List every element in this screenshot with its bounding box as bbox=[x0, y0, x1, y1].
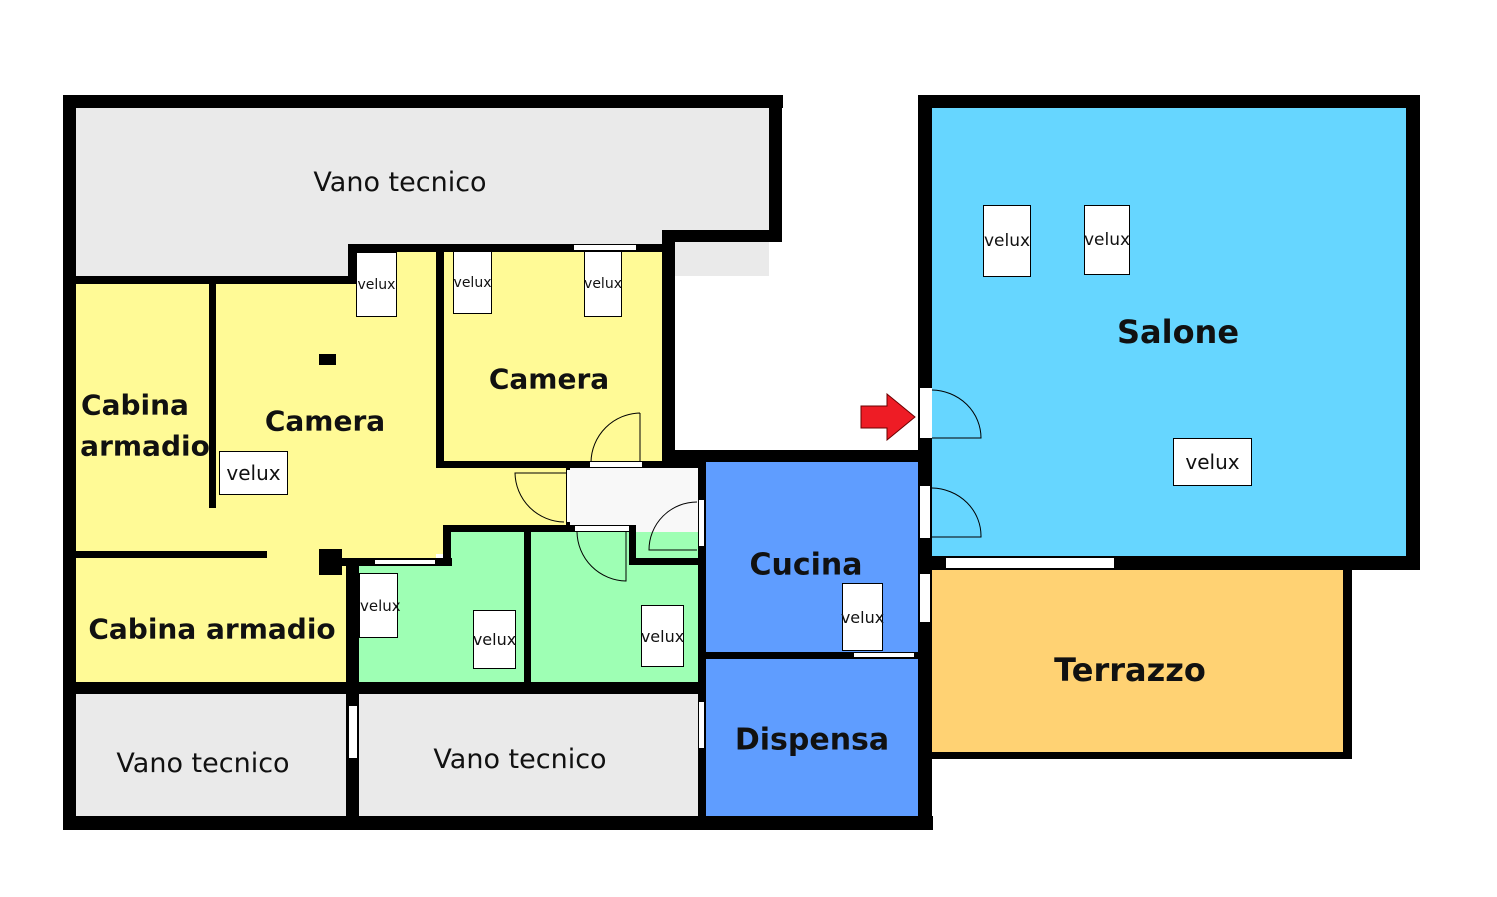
wall bbox=[63, 95, 783, 108]
velux-label: velux bbox=[357, 276, 396, 293]
door-opening bbox=[920, 486, 930, 538]
wall bbox=[918, 95, 932, 455]
wall bbox=[63, 95, 76, 830]
velux-label: velux bbox=[1083, 230, 1131, 250]
room-bagno-1-upper bbox=[450, 532, 525, 572]
wall bbox=[443, 525, 633, 532]
wall bbox=[1343, 568, 1352, 758]
room-corridoio bbox=[568, 468, 698, 526]
room-cabina-armadio-bottom bbox=[76, 558, 346, 682]
room-salone bbox=[932, 108, 1406, 556]
room-terrazzo bbox=[932, 570, 1346, 752]
wall bbox=[769, 95, 782, 241]
velux-skylight: velux bbox=[1084, 205, 1130, 275]
velux-label: velux bbox=[226, 461, 281, 485]
room-label-vano-tecnico-bottom-mid: Vano tecnico bbox=[433, 744, 607, 776]
door-opening bbox=[699, 500, 704, 546]
window bbox=[375, 560, 435, 564]
window bbox=[854, 653, 914, 657]
room-camera-main-hall bbox=[444, 467, 566, 525]
pillar bbox=[319, 354, 336, 365]
wall bbox=[319, 549, 342, 575]
room-label-camera-main: Camera bbox=[264, 404, 386, 438]
door-opening bbox=[567, 470, 570, 522]
wall bbox=[76, 682, 706, 694]
room-label-terrazzo: Terrazzo bbox=[1054, 651, 1206, 689]
wall bbox=[918, 95, 1420, 108]
room-vano-tecnico-top-ext bbox=[76, 108, 348, 278]
wall bbox=[348, 244, 357, 284]
room-label-vano-tecnico-bottom-left: Vano tecnico bbox=[116, 748, 290, 780]
wall bbox=[918, 752, 1352, 759]
window bbox=[946, 558, 1114, 568]
wall bbox=[662, 450, 932, 462]
velux-label: velux bbox=[584, 276, 622, 292]
velux-skylight: velux bbox=[983, 205, 1031, 277]
wall bbox=[76, 551, 267, 558]
wall bbox=[348, 244, 666, 252]
velux-skylight: velux bbox=[584, 251, 622, 317]
velux-skylight: velux bbox=[359, 573, 401, 638]
velux-skylight: velux bbox=[840, 583, 885, 651]
room-dispensa bbox=[706, 659, 918, 816]
wall bbox=[443, 525, 451, 565]
window bbox=[574, 245, 636, 250]
wall bbox=[436, 461, 566, 468]
velux-label: velux bbox=[840, 607, 885, 627]
room-cabina-armadio-left-lower bbox=[76, 284, 436, 558]
velux-skylight: velux bbox=[1173, 438, 1252, 486]
wall bbox=[1406, 95, 1420, 570]
room-label-cabina-armadio-bottom: Cabina armadio bbox=[88, 612, 336, 646]
velux-label: velux bbox=[640, 626, 685, 646]
door-opening bbox=[349, 706, 357, 758]
wall bbox=[63, 816, 933, 830]
wall bbox=[698, 458, 706, 830]
wall bbox=[706, 652, 918, 659]
entrance-door-opening bbox=[920, 388, 932, 438]
room-label-vano-tecnico-top: Vano tecnico bbox=[313, 167, 487, 199]
velux-skylight: velux bbox=[473, 610, 516, 669]
wall bbox=[629, 558, 701, 565]
velux-label: velux bbox=[983, 231, 1031, 251]
velux-label: velux bbox=[453, 274, 492, 291]
velux-label: velux bbox=[1185, 450, 1240, 474]
door-opening bbox=[699, 702, 704, 748]
velux-label: velux bbox=[360, 596, 401, 615]
room-label-salone: Salone bbox=[1116, 313, 1240, 351]
door-opening bbox=[590, 462, 642, 467]
room-label-cucina: Cucina bbox=[749, 547, 863, 583]
room-label-cabina-armadio-left-1: Cabina bbox=[81, 388, 189, 422]
velux-label: velux bbox=[472, 630, 517, 649]
room-label-camera-second: Camera bbox=[488, 362, 610, 396]
arrow-right-icon bbox=[860, 393, 916, 441]
velux-skylight: velux bbox=[641, 605, 684, 667]
room-label-dispensa: Dispensa bbox=[734, 722, 890, 758]
wall bbox=[209, 282, 216, 508]
wall bbox=[436, 250, 444, 468]
velux-skylight: velux bbox=[219, 451, 288, 495]
wall bbox=[662, 230, 675, 462]
wall bbox=[918, 450, 932, 830]
wall bbox=[76, 276, 356, 284]
room-vano-tecnico-top-right bbox=[348, 108, 769, 245]
room-vano-tecnico-bottom-mid bbox=[359, 694, 698, 816]
wall bbox=[629, 525, 636, 565]
wall bbox=[524, 530, 531, 686]
door-opening bbox=[575, 526, 630, 531]
door-opening bbox=[920, 574, 930, 622]
velux-skylight: velux bbox=[453, 251, 492, 314]
room-vano-tecnico-bottom-left bbox=[76, 694, 346, 816]
velux-skylight: velux bbox=[356, 252, 397, 317]
wall bbox=[662, 230, 782, 242]
room-label-cabina-armadio-left-2: armadio bbox=[80, 429, 210, 463]
